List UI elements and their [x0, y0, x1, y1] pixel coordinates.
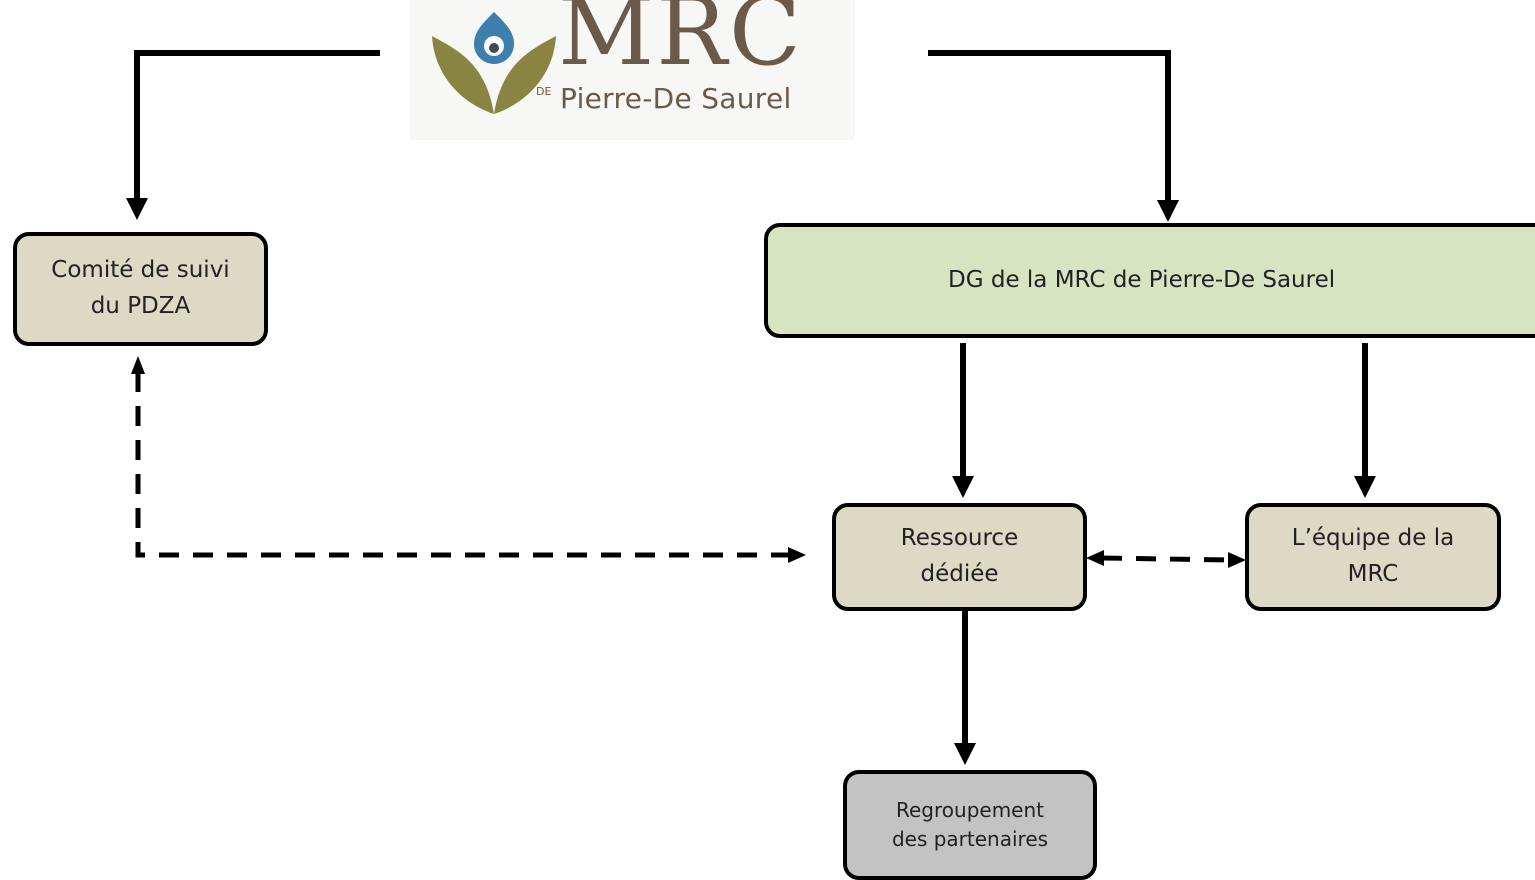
node-comite-label: Comité de suivi du PDZA — [51, 257, 230, 319]
node-dg-label: DG de la MRC de Pierre-De Saurel — [948, 266, 1336, 293]
arrowhead-ressource — [952, 476, 974, 498]
edge-logo-dg — [928, 50, 1171, 202]
edge-comite-ressource-dashed — [135, 372, 790, 558]
logo-mrc-text: MRC — [558, 0, 803, 87]
arrowhead-dashed-ressource — [788, 547, 806, 563]
node-dg: DG de la MRC de Pierre-De Saurel — [764, 223, 1535, 338]
arrowhead-comite — [126, 198, 148, 220]
node-equipe-mrc: L’équipe de la MRC — [1245, 503, 1501, 611]
logo-prefix: DE — [536, 85, 552, 98]
arrowhead-dashed-right — [1228, 552, 1246, 568]
node-ressource-dediee: Ressource dédiée — [832, 503, 1087, 611]
edge-ressource-equipe-dashed — [1101, 555, 1231, 563]
mrc-logo: MRC DE Pierre-De Saurel — [410, 0, 855, 140]
arrowhead-equipe — [1354, 476, 1376, 498]
arrowhead-dg — [1157, 200, 1179, 222]
arrowhead-dashed-comite — [131, 356, 145, 374]
node-comite-de-suivi: Comité de suivi du PDZA — [13, 232, 268, 346]
heart-drop-icon — [432, 12, 556, 114]
node-regroupement: Regroupement des partenaires — [843, 770, 1097, 880]
node-regroupement-label: Regroupement des partenaires — [891, 798, 1049, 851]
arrowhead-dashed-left — [1086, 550, 1104, 566]
node-ressource-label: Ressource dédiée — [900, 525, 1019, 587]
arrowhead-regroupement — [954, 743, 976, 765]
node-equipe-label: L’équipe de la MRC — [1291, 525, 1455, 587]
edge-logo-comite — [134, 50, 380, 200]
logo-name-text: Pierre-De Saurel — [560, 82, 792, 115]
